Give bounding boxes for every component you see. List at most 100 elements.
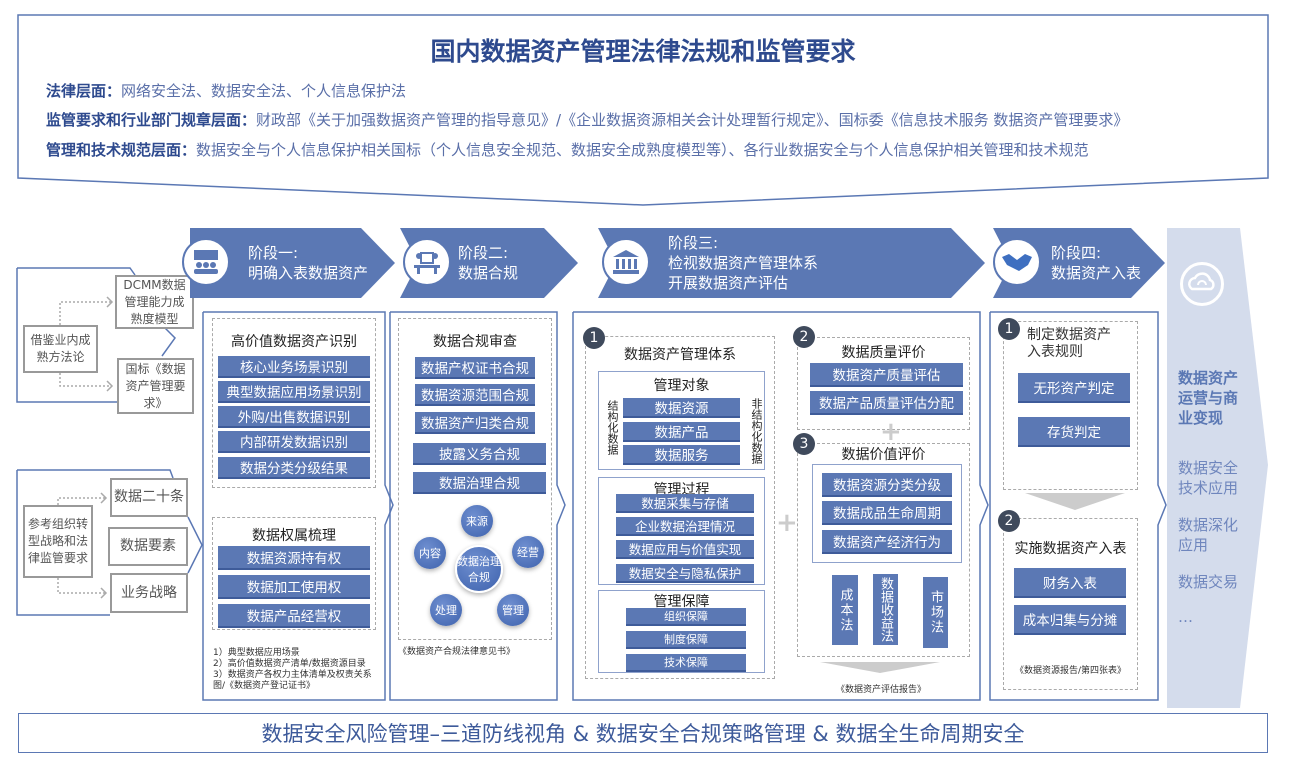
item-lifecycle: 数据成品生命周期: [822, 501, 952, 525]
box-title: 管理保障: [653, 594, 710, 610]
method-market: 市场法: [923, 577, 948, 648]
item-data-resource: 数据资源: [623, 398, 740, 418]
right-item: 数据交易: [1178, 573, 1239, 591]
rules-panel: [1003, 321, 1138, 490]
page-title: 国内数据资产管理法律法规和监管要求: [430, 37, 856, 66]
unstructured-data-label: 非结构化数据: [750, 398, 763, 464]
stage-2-name: 数据合规: [458, 264, 519, 282]
section-title: 制定数据资产入表规则: [1027, 327, 1111, 360]
deliverable: 2）高价值数据资产清单/数据资源目录: [213, 659, 366, 669]
item-security-privacy: 数据安全与隐私保护: [616, 564, 754, 583]
item-property-cert: 数据产权证书合规: [415, 357, 535, 379]
stage-3-header: 阶段三: 检视数据资产管理体系开展数据资产评估: [598, 228, 985, 298]
item-org-guarantee: 组织保障: [626, 608, 746, 626]
plus-icon: +: [776, 508, 798, 538]
section-title: 数据权属梳理: [252, 528, 336, 544]
ref-national-standard: 国标《数据资产管理要求》: [117, 358, 194, 414]
item-processing-right: 数据加工使用权: [218, 575, 370, 599]
source-strategy: 参考组织转型战略和法律监管要求: [23, 505, 93, 578]
stage-3-label: 阶段三:: [668, 234, 719, 252]
stage-2-deliverable: 《数据资产合规法律意见书》: [398, 647, 516, 657]
step-badge: 1: [583, 327, 605, 349]
item-internal-rd: 内部研发数据识别: [218, 431, 370, 453]
stage-4-deliverable: 《数据资源报告/第四张表》: [1015, 666, 1127, 676]
item-governance: 数据治理合规: [413, 472, 546, 494]
plus-icon: +: [880, 417, 902, 447]
stage-2-label: 阶段二:: [458, 244, 509, 262]
right-title: 数据资产运营与商业变现: [1178, 369, 1239, 427]
item-typical-scenario: 典型数据应用场景识别: [218, 381, 370, 403]
standard-label: 管理和技术规范层面：: [46, 141, 197, 159]
deliverable: 3）数据资产各权力主体清单及权责关系 图/《数据资产登记证书》: [213, 670, 372, 691]
cycle-node-content: 内容: [414, 537, 446, 569]
step-badge: 3: [793, 433, 815, 455]
bank-icon: [602, 238, 650, 286]
item-purchased-data: 外购/出售数据识别: [218, 406, 370, 428]
step-badge: 1: [998, 318, 1020, 340]
item-policy-guarantee: 制度保障: [626, 631, 746, 649]
section-title: 数据质量评价: [841, 345, 926, 361]
stage-1-name: 明确入表数据资产: [248, 264, 369, 282]
cycle-node-operation: 经营: [512, 536, 544, 568]
meeting-icon: [182, 238, 230, 286]
cycle-node-source: 来源: [461, 505, 493, 537]
ref-business-strategy: 业务战略: [110, 573, 188, 613]
regulation-text: 财政部《关于加强数据资产管理的指导意见》/《企业数据资源相关会计处理暂行规定》、…: [256, 111, 1129, 129]
item-operating-right: 数据产品经营权: [218, 604, 370, 628]
item-classification: 数据分类分级结果: [218, 457, 370, 479]
deliverable: 1）典型数据应用场景: [213, 648, 300, 658]
team-desk-icon: [403, 238, 451, 286]
law-row: 法律层面：网络安全法、数据安全法、个人信息保护法: [46, 80, 406, 101]
section-title: 数据合规审查: [433, 334, 517, 350]
item-cost-allocation: 成本归集与分摊: [1014, 605, 1126, 635]
standard-text: 数据安全与个人信息保护相关国标（个人信息安全规范、数据安全成熟度模型等）、各行业…: [196, 141, 1089, 159]
cycle-node-processing: 处理: [430, 594, 462, 626]
law-label: 法律层面：: [46, 82, 122, 100]
section-title: 数据资产管理体系: [624, 347, 736, 363]
right-item: 数据深化应用: [1178, 516, 1239, 554]
stage-1-label: 阶段一:: [248, 244, 299, 262]
item-disclosure: 披露义务合规: [413, 443, 546, 465]
ref-data-elements: 数据要素: [108, 527, 188, 566]
item-data-service: 数据服务: [623, 445, 740, 465]
item-economic-behavior: 数据资产经济行为: [822, 530, 952, 554]
item-intangible: 无形资产判定: [1018, 373, 1130, 403]
item-holding-right: 数据资源持有权: [218, 546, 370, 570]
stage-3-name: 检视数据资产管理体系: [668, 254, 819, 272]
box-title: 管理对象: [653, 378, 710, 394]
standard-row: 管理和技术规范层面：数据安全与个人信息保护相关国标（个人信息安全规范、数据安全成…: [46, 139, 1089, 160]
handshake-icon: [993, 238, 1041, 286]
section-title: 高价值数据资产识别: [231, 334, 357, 350]
item-tech-guarantee: 技术保障: [626, 654, 746, 672]
item-classification-grading: 数据资源分类分级: [822, 473, 952, 497]
source-methodology: 借鉴业内成熟方法论: [23, 325, 98, 373]
cycle-center: 数据治理合规: [455, 545, 503, 593]
stage-4-label: 阶段四:: [1051, 244, 1102, 262]
item-financial-entry: 财务入表: [1014, 568, 1126, 598]
section-title: 实施数据资产入表: [1014, 541, 1127, 557]
item-scope: 数据资源范围合规: [415, 384, 535, 406]
structured-data-label: 结构化数据: [606, 400, 619, 455]
item-core-scenario: 核心业务场景识别: [218, 356, 370, 378]
stage-1-deliverables: 1）典型数据应用场景 2）高价值数据资产清单/数据资源目录 3）数据资产各权力主…: [213, 648, 381, 692]
item-collection: 数据采集与存储: [616, 494, 754, 513]
stage-3-deliverable: 《数据资产评估报告》: [836, 685, 927, 695]
law-text: 网络安全法、数据安全法、个人信息保护法: [121, 82, 407, 100]
method-income: 数据收益法: [873, 574, 898, 645]
stage-4-name: 数据资产入表: [1051, 264, 1142, 282]
step-badge: 2: [793, 326, 815, 348]
ref-dcmm: DCMM数据管理能力成熟度模型: [115, 275, 194, 329]
item-product-quality: 数据产品质量评估分配: [810, 391, 963, 415]
item-governance-status: 企业数据治理情况: [616, 517, 754, 536]
regulation-label: 监管要求和行业部门规章层面：: [46, 111, 257, 129]
cycle-node-management: 管理: [497, 594, 529, 626]
item-data-product: 数据产品: [623, 422, 740, 442]
right-item: 数据安全技术应用: [1178, 459, 1239, 497]
stage-3-name2: 开展数据资产评估: [668, 274, 789, 292]
item-asset-quality: 数据资产质量评估: [810, 363, 963, 387]
cloud-sync-icon: [1180, 262, 1224, 306]
ref-data-20: 数据二十条: [110, 478, 188, 517]
item-inventory: 存货判定: [1018, 417, 1130, 447]
right-item: …: [1178, 608, 1193, 626]
